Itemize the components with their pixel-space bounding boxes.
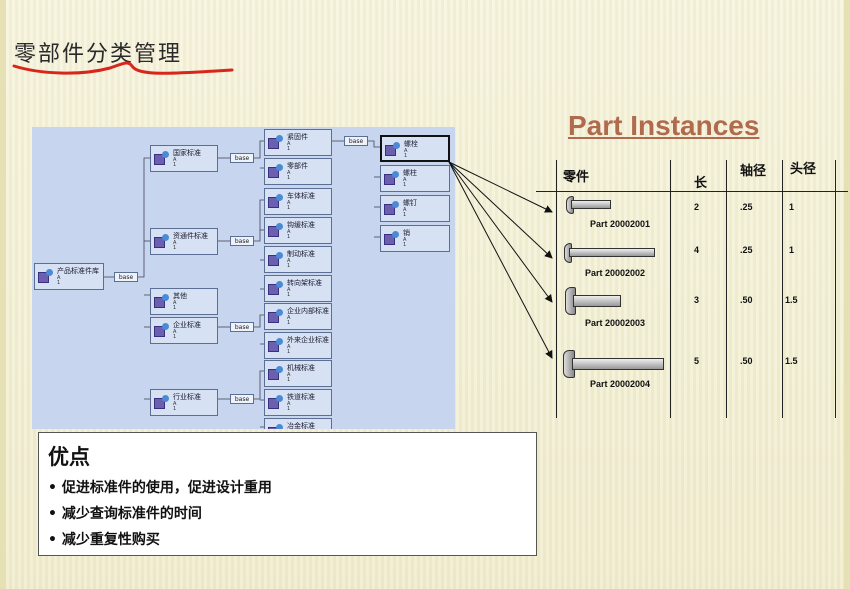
base-connector: base xyxy=(230,236,254,246)
base-connector: base xyxy=(230,153,254,163)
table-divider xyxy=(556,160,557,418)
advantage-item: • 促进标准件的使用，促进设计重用 xyxy=(48,480,272,496)
cell-axis: .25 xyxy=(740,245,753,255)
category-icon xyxy=(268,309,283,323)
category-icon xyxy=(268,194,283,208)
category-icon xyxy=(154,294,169,308)
category-icon xyxy=(268,164,283,178)
category-icon xyxy=(384,171,399,185)
part-library-icon xyxy=(38,269,53,283)
col-header-head: 头径 xyxy=(790,162,817,177)
category-icon xyxy=(268,424,283,429)
category-icon xyxy=(384,231,399,245)
category-icon xyxy=(268,366,283,380)
cell-head: 1 xyxy=(789,202,795,212)
category-icon xyxy=(154,234,169,248)
part-instances-title: Part Instances xyxy=(568,110,760,141)
cell-length: 2 xyxy=(694,202,700,212)
cell-axis: .25 xyxy=(740,202,753,212)
cell-axis: .50 xyxy=(740,295,753,305)
category-icon xyxy=(268,338,283,352)
category-icon xyxy=(268,281,283,295)
part-name: Part 20002004 xyxy=(590,379,651,389)
cell-length: 3 xyxy=(694,295,700,305)
table-header-rule xyxy=(536,191,848,192)
cell-head: 1.5 xyxy=(785,356,798,366)
title-underline-stroke xyxy=(12,61,234,75)
node-label: 产品标准件库 xyxy=(57,267,99,275)
table-divider xyxy=(726,160,727,418)
base-connector: base xyxy=(230,322,254,332)
col-header-length: 长 xyxy=(694,176,708,191)
base-connector: base xyxy=(114,272,138,282)
col-header-axis: 轴径 xyxy=(740,164,767,179)
table-divider xyxy=(835,160,836,418)
part-name: Part 20002001 xyxy=(590,219,651,229)
cell-length: 5 xyxy=(694,356,700,366)
part-name: Part 20002003 xyxy=(585,318,646,328)
category-icon xyxy=(154,323,169,337)
category-icon xyxy=(268,223,283,237)
tree-connectors xyxy=(102,140,380,428)
category-icon xyxy=(154,395,169,409)
category-icon xyxy=(154,151,169,165)
category-icon xyxy=(268,252,283,266)
table-divider xyxy=(670,160,671,418)
category-icon xyxy=(384,201,399,215)
category-icon xyxy=(385,142,400,156)
base-connector: base xyxy=(230,394,254,404)
right-edge xyxy=(844,0,850,589)
cell-head: 1 xyxy=(789,245,795,255)
base-connector: base xyxy=(344,136,368,146)
tree-node-level2[interactable]: 冶金标准A1 xyxy=(264,418,332,429)
left-edge xyxy=(0,0,6,589)
category-icon xyxy=(268,135,283,149)
cell-axis: .50 xyxy=(740,356,753,366)
advantage-item: • 减少重复性购买 xyxy=(48,532,160,548)
cell-length: 4 xyxy=(694,245,700,255)
advantage-item: • 减少查询标准件的时间 xyxy=(48,506,202,522)
category-icon xyxy=(268,395,283,409)
advantages-title: 优点 xyxy=(48,445,90,469)
part-name: Part 20002002 xyxy=(585,268,646,278)
slide-title: 零部件分类管理 xyxy=(14,42,183,67)
advantages-box: 优点 • 促进标准件的使用，促进设计重用 • 减少查询标准件的时间 • 减少重复… xyxy=(38,432,537,556)
col-header-part: 零件 xyxy=(563,170,590,185)
cell-head: 1.5 xyxy=(785,295,798,305)
table-divider xyxy=(782,160,783,418)
